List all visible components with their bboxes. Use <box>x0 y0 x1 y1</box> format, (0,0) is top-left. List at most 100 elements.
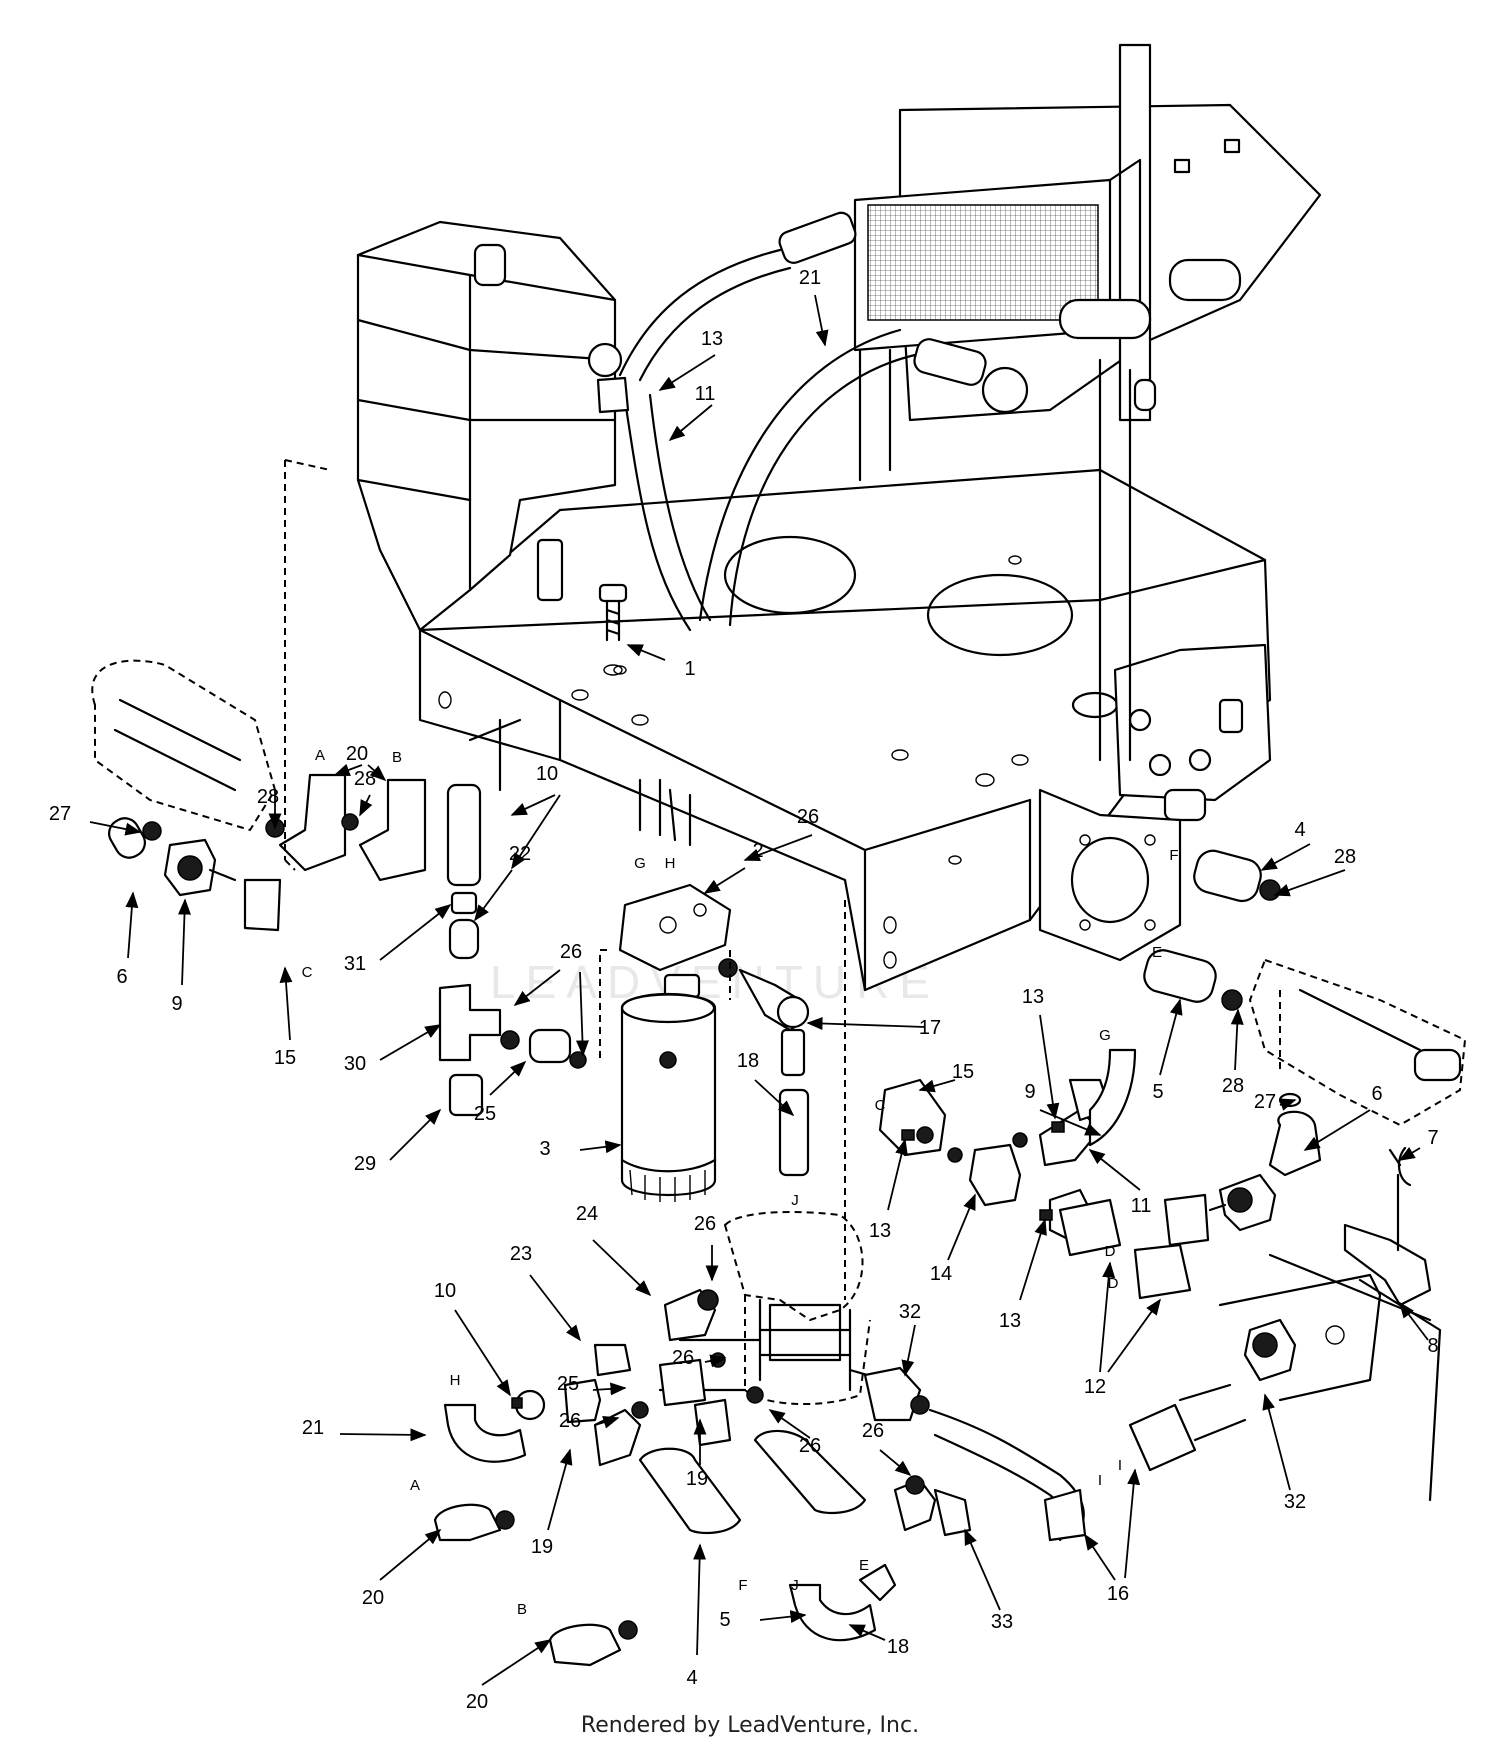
g-h-hoses <box>638 778 692 847</box>
leader-arrow <box>668 404 713 442</box>
bolt <box>598 583 628 676</box>
callout-number: 28 <box>1334 846 1356 868</box>
leader-arrow <box>704 1354 727 1368</box>
connector-letter: F <box>738 1577 747 1594</box>
connector-letter: F <box>1169 847 1178 864</box>
leader-arrow <box>964 1528 1001 1611</box>
callout-number: 26 <box>560 941 582 963</box>
leader-arrow <box>592 1382 627 1396</box>
leader-arrow <box>511 794 561 870</box>
connector-letter: J <box>791 1577 799 1594</box>
callout-number: 17 <box>919 1017 941 1039</box>
callout-number: 22 <box>509 843 531 865</box>
callout-number: 20 <box>466 1691 488 1713</box>
leader-arrow <box>379 903 452 961</box>
leader-arrow <box>510 794 556 816</box>
connector-letter: C <box>302 964 313 981</box>
callout-number: 14 <box>930 1263 952 1285</box>
leader-arrow <box>592 1239 652 1297</box>
callout-number: 8 <box>1427 1335 1438 1357</box>
leader-arrow <box>1124 1468 1141 1579</box>
leader-arrow <box>1084 1533 1116 1581</box>
hydraulic-pump-right <box>1143 849 1467 1247</box>
connector-letter: A <box>315 747 325 764</box>
callout-number: 13 <box>1022 986 1044 1008</box>
leader-arrow <box>547 1448 573 1531</box>
callout-number: 32 <box>899 1301 921 1323</box>
connector-letter: E <box>859 1557 869 1574</box>
callout-number: 26 <box>559 1410 581 1432</box>
leader-arrow <box>1039 1109 1102 1136</box>
hydraulic-pump-left <box>91 659 427 932</box>
callout-number: 19 <box>686 1468 708 1490</box>
leader-arrow <box>1279 1098 1297 1111</box>
pin-and-clip <box>1343 1146 1432 1307</box>
callout-number: 18 <box>887 1636 909 1658</box>
lower-left-hoses <box>433 1389 897 1667</box>
leader-arrow <box>814 294 829 347</box>
callout-number: 2 <box>752 840 763 862</box>
callout-number: 29 <box>354 1153 376 1175</box>
oil-filter <box>618 883 732 1202</box>
callout-number: 27 <box>1254 1091 1276 1113</box>
callout-number: 20 <box>346 743 368 765</box>
leader-arrow <box>1230 1008 1244 1071</box>
leader-arrow <box>575 971 589 1057</box>
connector-letter: I <box>1098 1472 1102 1489</box>
leader-arrow <box>806 1017 926 1030</box>
oil-cooler <box>853 43 1322 762</box>
callout-number: 13 <box>869 1220 891 1242</box>
callout-number: 27 <box>49 803 71 825</box>
leader-arrow <box>1398 1146 1421 1161</box>
leader-arrow <box>379 1024 442 1061</box>
callout-number: 13 <box>999 1310 1021 1332</box>
leader-arrow <box>743 834 813 861</box>
callout-number: 18 <box>737 1050 759 1072</box>
callout-number: 11 <box>695 383 716 405</box>
connector-letter: G <box>1099 1027 1111 1044</box>
callout-number: 21 <box>302 1417 324 1439</box>
leader-arrow <box>594 1416 620 1429</box>
connector-letter: B <box>517 1601 527 1618</box>
callout-number: 26 <box>862 1420 884 1442</box>
callout-number: 5 <box>719 1609 730 1631</box>
tee-fitting-assembly <box>878 1048 1192 1300</box>
leader-arrow <box>529 1274 581 1342</box>
callout-number: 31 <box>344 953 366 975</box>
leader-arrow <box>768 1409 811 1439</box>
leader-arrow <box>481 1639 552 1686</box>
callout-number: 32 <box>1284 1491 1306 1513</box>
connector-letter: H <box>450 1372 461 1389</box>
leader-arrow <box>579 1140 622 1154</box>
leader-arrow <box>1039 1014 1060 1120</box>
callout-number: 13 <box>701 328 723 350</box>
connector-letter: G <box>634 855 646 872</box>
callout-number: 4 <box>1294 819 1305 841</box>
leader-arrow <box>367 764 387 782</box>
leader-arrow <box>1399 1301 1429 1341</box>
callout-number: 28 <box>1222 1075 1244 1097</box>
callout-number: 3 <box>539 1138 550 1160</box>
leader-arrow <box>178 898 191 986</box>
callout-number: 23 <box>510 1243 532 1265</box>
leader-arrow <box>848 1624 886 1641</box>
leader-arrow <box>339 1428 427 1442</box>
leader-arrow <box>474 869 513 922</box>
callout-number: 5 <box>1152 1081 1163 1103</box>
leader-arrow <box>1088 1148 1141 1191</box>
leader-arrow <box>379 1528 442 1581</box>
leader-arrow <box>1019 1218 1047 1301</box>
leader-arrow <box>759 1610 807 1624</box>
fuel-tank <box>356 220 617 632</box>
callout-number: 9 <box>1024 1081 1035 1103</box>
callout-number: 25 <box>557 1373 579 1395</box>
connector-letter: D <box>1108 1275 1119 1292</box>
callout-number: 28 <box>354 768 376 790</box>
callout-number: 15 <box>952 1061 974 1083</box>
leader-arrow <box>333 763 363 777</box>
connector-letter: H <box>665 855 676 872</box>
leader-arrow <box>626 644 666 661</box>
leader-arrow <box>359 794 373 817</box>
